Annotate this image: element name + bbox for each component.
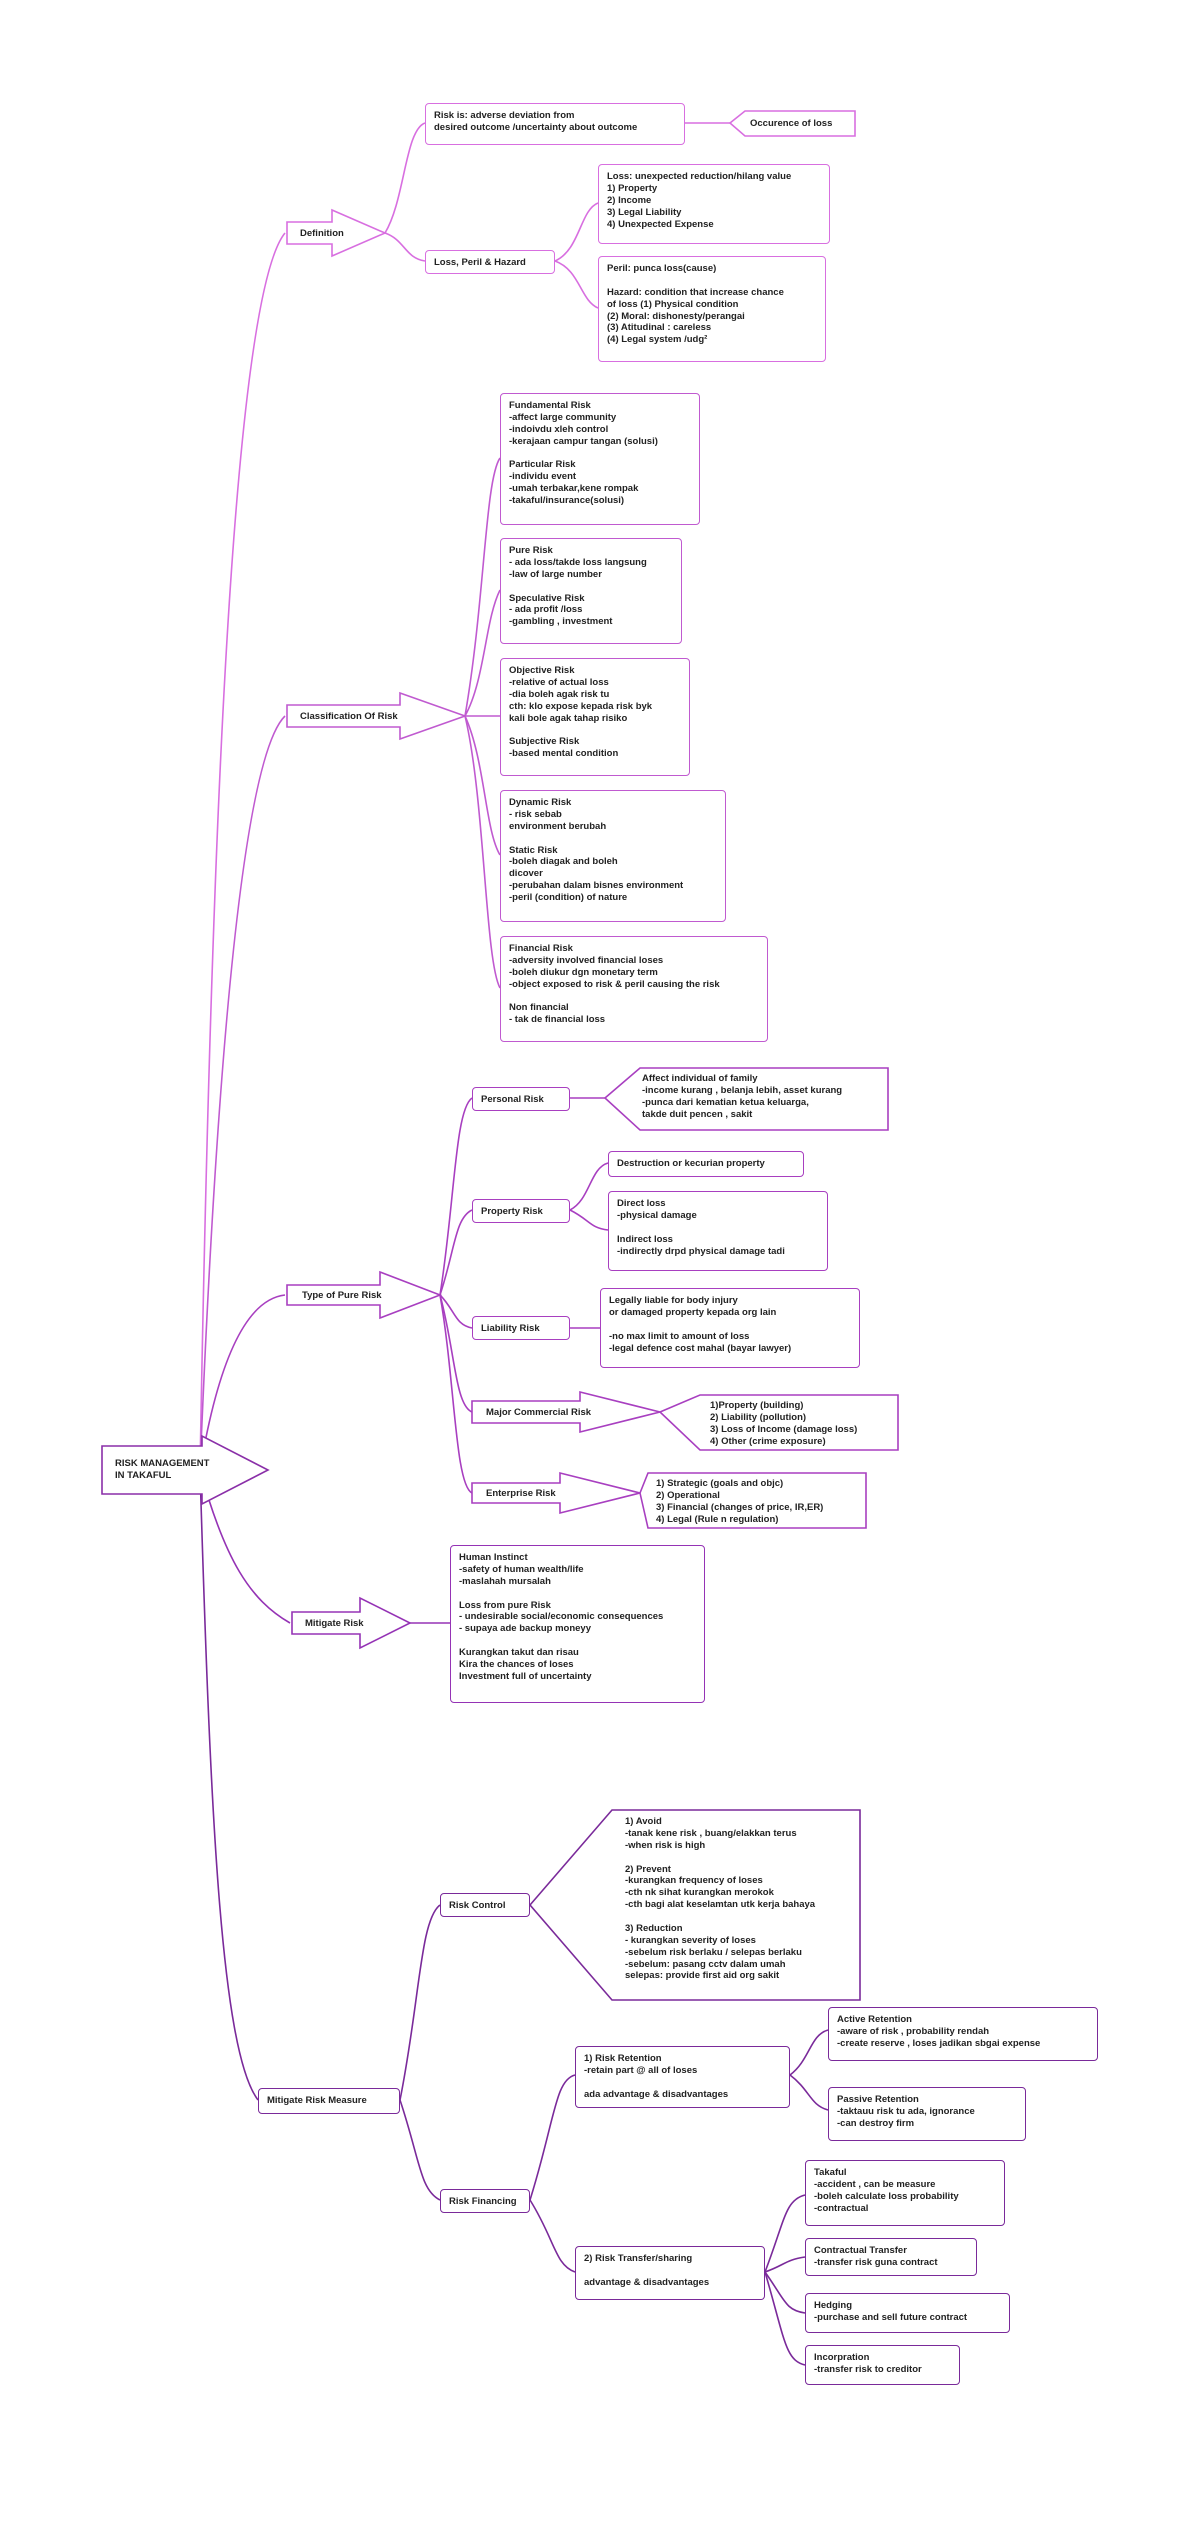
connector bbox=[439, 1294, 473, 1494]
risk-is-box: Risk is: adverse deviation from desired … bbox=[425, 103, 685, 145]
connector bbox=[439, 1097, 473, 1296]
connector bbox=[199, 232, 286, 1471]
connector bbox=[199, 1469, 259, 2101]
connector bbox=[439, 1294, 473, 1329]
definition-node: Definition bbox=[300, 228, 344, 239]
mitigate-arrow bbox=[291, 1596, 412, 1650]
connector bbox=[464, 589, 501, 717]
connector bbox=[399, 2099, 441, 2201]
connector bbox=[764, 2256, 806, 2273]
connector bbox=[764, 2194, 806, 2273]
type-pure-node: Type of Pure Risk bbox=[302, 1290, 382, 1301]
enterprise-risk-node: Enterprise Risk bbox=[486, 1488, 556, 1499]
connector bbox=[199, 715, 286, 1471]
mitigate-desc-box: Human Instinct -safety of human wealth/l… bbox=[450, 1545, 705, 1703]
personal-desc: Affect individual of family -income kura… bbox=[642, 1073, 843, 1120]
connector bbox=[384, 232, 426, 262]
financial-risk-box: Financial Risk -adversity involved finan… bbox=[500, 936, 768, 1042]
objective-risk-box: Objective Risk -relative of actual loss … bbox=[500, 658, 690, 776]
peril-def-box: Peril: punca loss(cause) Hazard: conditi… bbox=[598, 256, 826, 362]
occurence-node: Occurence of loss bbox=[750, 118, 833, 129]
personal-risk-box: Personal Risk bbox=[472, 1087, 570, 1111]
connector bbox=[464, 457, 501, 717]
definition-arrow bbox=[286, 208, 388, 258]
dynamic-risk-box: Dynamic Risk - risk sebab environment be… bbox=[500, 790, 726, 922]
takaful-box: Takaful -accident , can be measure -bole… bbox=[805, 2160, 1005, 2226]
property-risk-box: Property Risk bbox=[472, 1199, 570, 1223]
root-node: RISK MANAGEMENT IN TAKAFUL bbox=[115, 1458, 210, 1481]
connector bbox=[764, 2271, 806, 2314]
major-desc-shape bbox=[658, 1394, 899, 1451]
risk-retention-box: 1) Risk Retention -retain part @ all of … bbox=[575, 2046, 790, 2108]
pure-risk-box: Pure Risk - ada loss/takde loss langsung… bbox=[500, 538, 682, 644]
mitigate-measure-box: Mitigate Risk Measure bbox=[258, 2088, 400, 2114]
connector bbox=[554, 260, 599, 309]
connector bbox=[384, 122, 426, 234]
enterprise-desc-shape bbox=[639, 1472, 867, 1529]
loss-def-box: Loss: unexpected reduction/hilang value … bbox=[598, 164, 830, 244]
risk-control-shape bbox=[528, 1809, 861, 2001]
connector bbox=[529, 2199, 576, 2273]
classification-node: Classification Of Risk bbox=[300, 711, 398, 722]
connector bbox=[554, 202, 599, 262]
personal-desc-shape bbox=[603, 1067, 889, 1131]
destruction-box: Destruction or kecurian property bbox=[608, 1151, 804, 1177]
direct-loss-box: Direct loss -physical damage Indirect lo… bbox=[608, 1191, 828, 1271]
occurence-shape bbox=[728, 110, 856, 137]
major-commercial-node: Major Commercial Risk bbox=[486, 1407, 592, 1418]
type-pure-arrow bbox=[286, 1270, 443, 1320]
hedging-box: Hedging -purchase and sell future contra… bbox=[805, 2293, 1010, 2333]
passive-retention-box: Passive Retention -taktauu risk tu ada, … bbox=[828, 2087, 1026, 2141]
incorpration-box: Incorpration -transfer risk to creditor bbox=[805, 2345, 960, 2385]
connector bbox=[464, 715, 501, 856]
connector bbox=[569, 1162, 609, 1211]
risk-control-box: Risk Control bbox=[440, 1893, 530, 1917]
risk-financing-box: Risk Financing bbox=[440, 2189, 530, 2213]
liability-risk-box: Liability Risk bbox=[472, 1316, 570, 1340]
enterprise-desc: 1) Strategic (goals and objc) 2) Operati… bbox=[656, 1478, 824, 1525]
active-retention-box: Active Retention -aware of risk , probab… bbox=[828, 2007, 1098, 2061]
connector bbox=[569, 1209, 609, 1231]
enterprise-arrow bbox=[471, 1471, 641, 1515]
major-desc: 1)Property (building) 2) Liability (poll… bbox=[710, 1400, 858, 1447]
root-arrow bbox=[101, 1434, 270, 1506]
connector bbox=[399, 1904, 441, 2101]
connector bbox=[529, 2074, 576, 2201]
connector bbox=[789, 2029, 829, 2076]
fundamental-risk-box: Fundamental Risk -affect large community… bbox=[500, 393, 700, 525]
risk-transfer-box: 2) Risk Transfer/sharing advantage & dis… bbox=[575, 2246, 765, 2300]
major-commercial-arrow bbox=[471, 1390, 661, 1434]
connector bbox=[439, 1294, 473, 1413]
risk-control-desc: 1) Avoid -tanak kene risk , buang/elakka… bbox=[625, 1816, 816, 1982]
connector bbox=[464, 715, 501, 989]
connector bbox=[439, 1209, 473, 1296]
connector bbox=[789, 2074, 829, 2111]
contractual-box: Contractual Transfer -transfer risk guna… bbox=[805, 2238, 977, 2276]
connector bbox=[764, 2271, 806, 2366]
mitigate-risk-node: Mitigate Risk bbox=[305, 1618, 364, 1629]
loss-peril-hazard-box: Loss, Peril & Hazard bbox=[425, 250, 555, 274]
classification-arrow bbox=[286, 691, 468, 741]
liability-desc-box: Legally liable for body injury or damage… bbox=[600, 1288, 860, 1368]
